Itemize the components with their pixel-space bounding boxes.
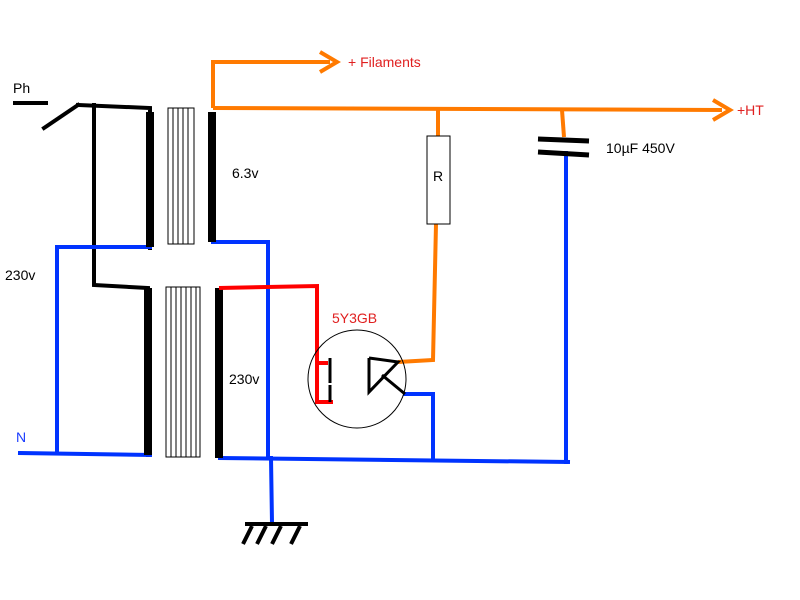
label-filaments: + Filaments (348, 54, 421, 70)
capacitor (537, 136, 590, 158)
label-ph: Ph (13, 80, 30, 96)
heater-wiring (218, 283, 333, 404)
transformer-core-upper (167, 107, 195, 245)
ground-symbol (241, 522, 308, 545)
resistor (426, 135, 451, 225)
label-filament-voltage: 6.3v (232, 165, 258, 181)
label-tube: 5Y3GB (332, 310, 377, 326)
transformer-core-lower (165, 286, 201, 458)
label-capacitor: 10µF 450V (606, 140, 675, 156)
transformer-windings (144, 112, 223, 458)
label-primary-voltage: 230v (5, 267, 35, 283)
label-secondary-voltage: 230v (229, 371, 259, 387)
ht-wiring (211, 50, 734, 364)
label-resistor: R (433, 168, 443, 184)
neutral-wiring (17, 151, 571, 526)
label-ht: +HT (737, 102, 764, 118)
rectifier-tube (307, 329, 407, 429)
label-n: N (16, 429, 26, 445)
